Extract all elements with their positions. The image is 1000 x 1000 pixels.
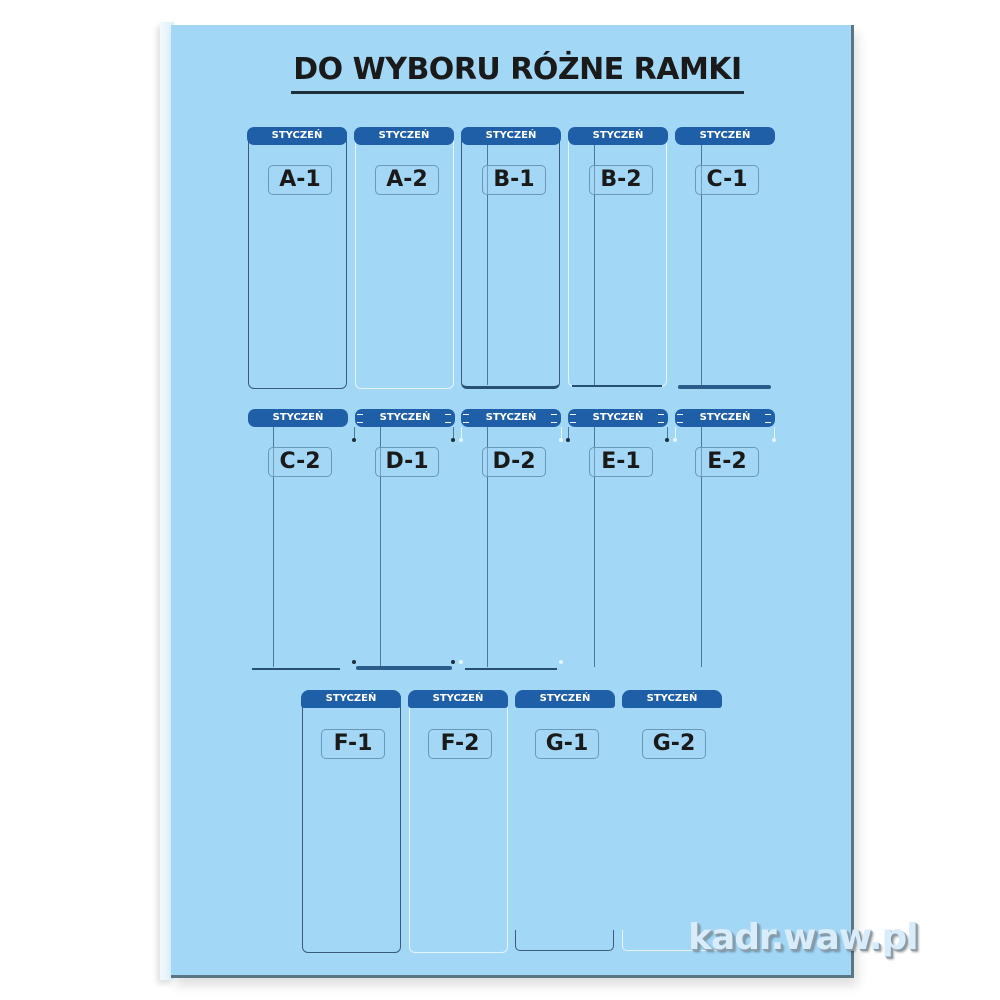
frame-c2-rod xyxy=(273,427,274,667)
tab-a1: STYCZEŃ xyxy=(247,127,347,145)
frame-e2-dot xyxy=(772,438,776,442)
label-b1: B-1 xyxy=(482,165,546,195)
label-c1: C-1 xyxy=(695,165,759,195)
label-e1: E-1 xyxy=(589,447,653,477)
frame-e2-left xyxy=(675,427,676,439)
frame-d2-bottom xyxy=(465,668,557,670)
tab-d1: STYCZEŃ xyxy=(355,409,455,427)
frame-b1-rod xyxy=(487,145,488,385)
grip-icon xyxy=(658,414,664,423)
tab-g1: STYCZEŃ xyxy=(515,690,615,708)
frame-e1-dot xyxy=(566,438,570,442)
frame-e1-left xyxy=(568,427,569,439)
tab-a2: STYCZEŃ xyxy=(354,127,454,145)
label-a2: A-2 xyxy=(375,165,439,195)
frame-b2-rod xyxy=(594,145,595,385)
frame-d1-rod xyxy=(380,427,381,667)
tab-g2: STYCZEŃ xyxy=(622,690,722,708)
grip-icon xyxy=(357,414,363,423)
frame-c2-bottom xyxy=(252,668,340,670)
frame-d2-dot xyxy=(459,438,463,442)
frame-d1-left xyxy=(354,427,355,439)
title-underline xyxy=(291,91,744,94)
frame-b2-bottom xyxy=(572,385,662,387)
frame-d2-dot xyxy=(459,660,463,664)
label-e2: E-2 xyxy=(695,447,759,477)
frame-d2-right xyxy=(561,427,562,439)
tab-b2: STYCZEŃ xyxy=(568,127,668,145)
frame-d2-dot xyxy=(559,660,563,664)
label-f1: F-1 xyxy=(321,729,385,759)
board xyxy=(171,25,854,978)
tab-f2: STYCZEŃ xyxy=(408,690,508,708)
frame-d1-dot xyxy=(352,660,356,664)
tab-c2: STYCZEŃ xyxy=(248,409,348,427)
frame-e1-dot xyxy=(665,438,669,442)
frame-d1-right xyxy=(453,427,454,439)
grip-icon xyxy=(463,414,469,423)
tab-c1: STYCZEŃ xyxy=(675,127,775,145)
frame-e2-dot xyxy=(673,438,677,442)
label-b2: B-2 xyxy=(589,165,653,195)
tab-f1: STYCZEŃ xyxy=(301,690,401,708)
grip-icon xyxy=(677,414,683,423)
frame-d2-rod xyxy=(487,427,488,667)
frame-d2-left xyxy=(461,427,462,439)
grip-icon xyxy=(551,414,557,423)
label-g2: G-2 xyxy=(642,729,706,759)
frame-e1-right xyxy=(667,427,668,439)
tab-e2: STYCZEŃ xyxy=(675,409,775,427)
tab-b1: STYCZEŃ xyxy=(461,127,561,145)
label-c2: C-2 xyxy=(268,447,332,477)
page-title: DO WYBORU RÓŻNE RAMKI xyxy=(293,52,742,87)
frame-g1 xyxy=(515,930,614,951)
frame-c1-rod xyxy=(701,145,702,385)
tab-d2: STYCZEŃ xyxy=(461,409,561,427)
frame-e2-right xyxy=(774,427,775,439)
frame-d1-dot xyxy=(451,660,455,664)
frame-d1-bottom xyxy=(356,666,452,670)
grip-icon xyxy=(570,414,576,423)
label-a1: A-1 xyxy=(268,165,332,195)
grip-icon xyxy=(445,414,451,423)
watermark: kadr.waw.pl xyxy=(688,917,919,958)
frame-d1-dot xyxy=(352,438,356,442)
label-f2: F-2 xyxy=(428,729,492,759)
label-d1: D-1 xyxy=(375,447,439,477)
board-edge xyxy=(160,22,174,980)
frame-g2 xyxy=(622,930,721,951)
label-g1: G-1 xyxy=(535,729,599,759)
tab-e1: STYCZEŃ xyxy=(568,409,668,427)
frame-d1-dot xyxy=(451,438,455,442)
frame-c1-bottom xyxy=(678,385,771,389)
frame-e1-rod xyxy=(594,427,595,667)
frame-e2-rod xyxy=(701,427,702,667)
label-d2: D-2 xyxy=(482,447,546,477)
grip-icon xyxy=(765,414,771,423)
frame-d2-dot xyxy=(559,438,563,442)
